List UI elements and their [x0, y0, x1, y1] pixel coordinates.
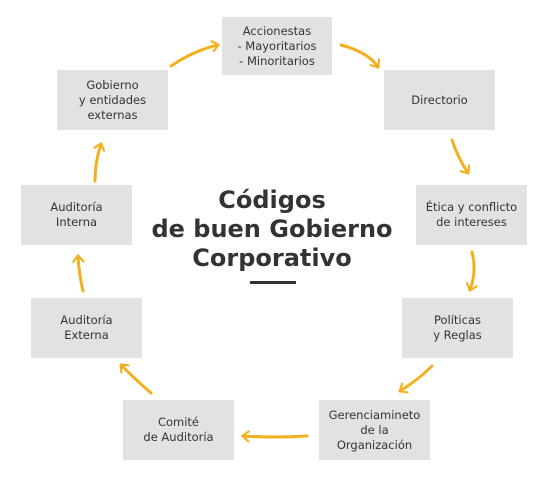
node-etica: Ética y conflicto de intereses [416, 185, 527, 245]
arrow-3 [470, 250, 474, 290]
node-directorio: Directorio [384, 70, 495, 130]
arrow-9 [169, 45, 218, 68]
diagram-title: Códigos de buen Gobierno Corporativo [151, 186, 393, 272]
node-comite-auditoria: Comité de Auditoría [123, 400, 234, 460]
arrow-8 [95, 144, 101, 183]
node-gobierno-entidades: Gobierno y entidades externas [57, 70, 168, 130]
node-gerenciamiento: Gerenciamineto de la Organización [319, 400, 430, 460]
title-underline [250, 281, 296, 284]
node-accionistas: Accionestas - Mayoritarios - Minoritario… [222, 17, 332, 75]
arrow-4 [400, 364, 434, 391]
node-auditoria-externa: Auditoría Externa [31, 298, 142, 358]
node-politicas: Políticas y Reglas [402, 298, 513, 358]
arrow-6 [119, 363, 153, 395]
arrow-7 [78, 256, 85, 293]
node-auditoria-interna: Auditoría Interna [21, 185, 132, 245]
arrow-1 [339, 43, 378, 67]
arrow-2 [450, 138, 468, 173]
arrow-5 [243, 436, 309, 437]
